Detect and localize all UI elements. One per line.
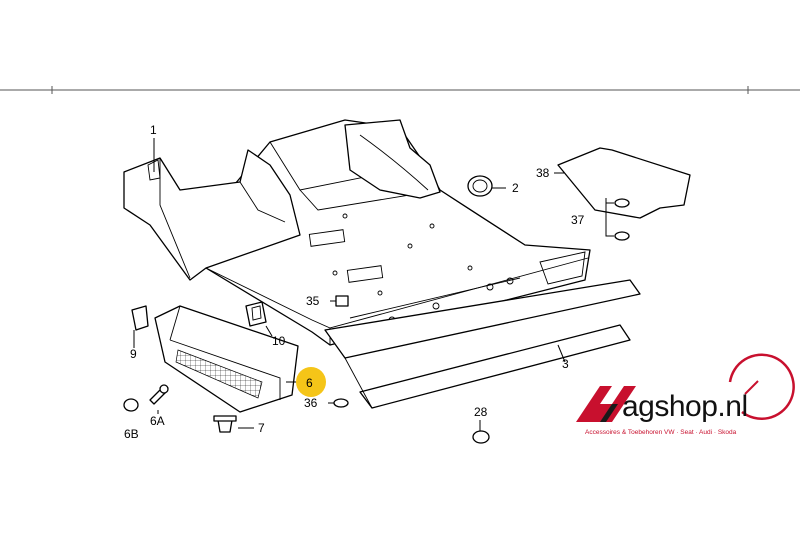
floor-pan	[189, 119, 591, 346]
clip-10	[245, 301, 267, 327]
callout-labels: 1 2 3 6 6A 6B 7 9 10 28 35 36 37 38	[124, 123, 585, 441]
callout-6b[interactable]: 6B	[124, 427, 139, 441]
leader-lines	[133, 138, 614, 431]
callout-28[interactable]: 28	[474, 405, 488, 419]
side-panel-1	[123, 149, 301, 281]
highlight-marker[interactable]	[296, 367, 326, 397]
callout-1[interactable]: 1	[150, 123, 157, 137]
speedometer-needle	[744, 380, 759, 395]
screw-6a	[149, 384, 169, 405]
plug-28	[472, 430, 490, 444]
callout-36[interactable]: 36	[304, 396, 318, 410]
callout-10[interactable]: 10	[272, 334, 286, 348]
mat-38	[557, 147, 691, 219]
washer-36	[333, 398, 349, 408]
logo-wordmark: agshop.nl	[622, 390, 748, 423]
callout-7[interactable]: 7	[258, 421, 265, 435]
fastener-7	[213, 415, 237, 433]
fasteners-37	[614, 198, 630, 241]
logo-v-shadow	[600, 404, 618, 422]
callout-2[interactable]: 2	[512, 181, 519, 195]
cap-6b	[123, 398, 139, 412]
vagshop-logo	[576, 353, 795, 422]
callout-38[interactable]: 38	[536, 166, 550, 180]
callout-37[interactable]: 37	[571, 213, 585, 227]
speedometer-icon	[728, 353, 795, 420]
callout-6a[interactable]: 6A	[150, 414, 165, 428]
callout-35[interactable]: 35	[306, 294, 320, 308]
tunnel-hump	[344, 119, 441, 199]
callout-3[interactable]: 3	[562, 357, 569, 371]
plug-2	[467, 175, 493, 197]
sill-strip-3	[324, 279, 641, 409]
clip-9	[131, 305, 149, 331]
storage-tray-6	[154, 305, 299, 413]
nut-35	[335, 295, 349, 307]
callout-6[interactable]: 6	[306, 376, 313, 390]
callout-9[interactable]: 9	[130, 347, 137, 361]
logo-v-mark	[576, 386, 636, 422]
logo-tagline: Accessoires & Toebehoren VW · Seat · Aud…	[585, 429, 737, 436]
